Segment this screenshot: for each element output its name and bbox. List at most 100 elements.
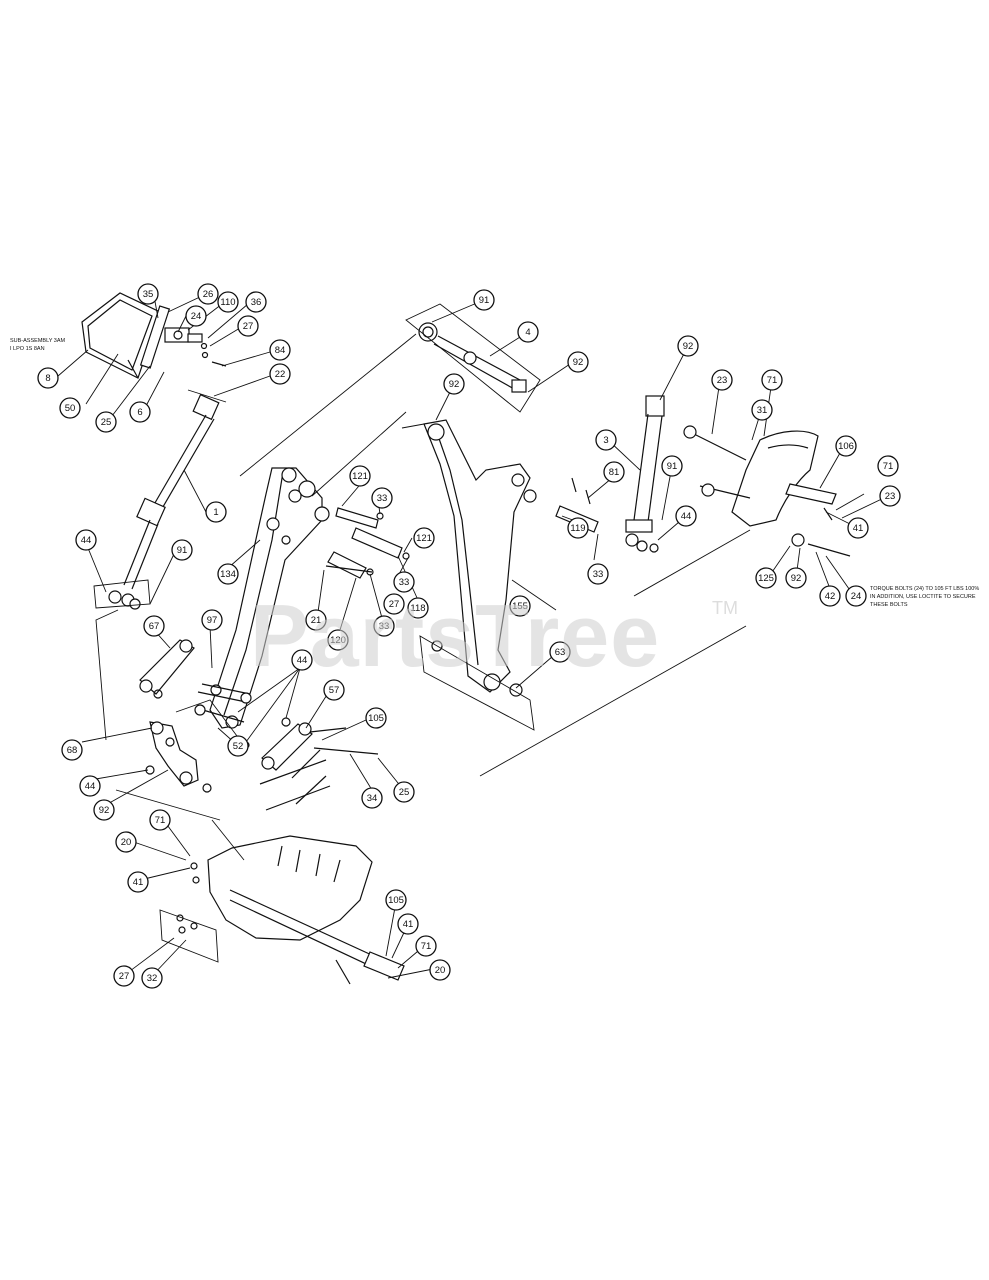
callout-23: 23 <box>879 485 901 507</box>
callout-label: 121 <box>416 533 432 544</box>
callout-label: 41 <box>403 919 414 930</box>
callout-label: 50 <box>65 403 76 414</box>
callout-105: 105 <box>365 707 387 729</box>
callout-20: 20 <box>429 959 451 981</box>
callout-label: 20 <box>121 837 132 848</box>
callout-label: 92 <box>99 805 110 816</box>
callout-25: 25 <box>95 411 117 433</box>
callout-57: 57 <box>323 679 345 701</box>
callout-label: 25 <box>399 787 410 798</box>
callout-label: 105 <box>388 895 404 906</box>
callout-8: 8 <box>37 367 59 389</box>
callout-label: 41 <box>853 523 864 534</box>
callout-42: 42 <box>819 585 841 607</box>
callout-label: 33 <box>379 621 390 632</box>
callout-label: 71 <box>883 461 894 472</box>
callout-label: 31 <box>757 405 768 416</box>
callout-label: 21 <box>311 615 322 626</box>
callout-92: 92 <box>785 567 807 589</box>
callout-92: 92 <box>93 799 115 821</box>
boom-pins <box>325 507 410 579</box>
bucket <box>176 835 405 985</box>
callout-106: 106 <box>835 435 857 457</box>
callout-label: 84 <box>275 345 286 356</box>
callout-41: 41 <box>847 517 869 539</box>
callout-label: 92 <box>449 379 460 390</box>
callout-label: 110 <box>220 297 235 308</box>
callout-label: 35 <box>143 289 154 300</box>
hydraulic-cylinder-right <box>625 395 665 553</box>
callout-label: 92 <box>791 573 802 584</box>
callout-92: 92 <box>677 335 699 357</box>
callout-91: 91 <box>473 289 495 311</box>
callout-20: 20 <box>115 831 137 853</box>
callout-33: 33 <box>371 487 393 509</box>
callout-52: 52 <box>227 735 249 757</box>
callout-31: 31 <box>751 399 773 421</box>
callout-label: 125 <box>758 573 774 584</box>
callout-105: 105 <box>385 889 407 911</box>
callout-41: 41 <box>397 913 419 935</box>
pins-mid <box>194 683 379 811</box>
callout-44: 44 <box>75 529 97 551</box>
callout-68: 68 <box>61 739 83 761</box>
callout-label: 1 <box>213 507 218 518</box>
callout-24: 24 <box>845 585 867 607</box>
callout-label: 24 <box>191 311 202 322</box>
callout-label: 106 <box>838 441 854 452</box>
callout-97: 97 <box>201 609 223 631</box>
callout-44: 44 <box>291 649 313 671</box>
callout-119: 119 <box>567 517 589 539</box>
callout-label: 68 <box>67 745 78 756</box>
callout-1: 1 <box>205 501 227 523</box>
callout-33: 33 <box>587 563 609 585</box>
callout-32: 32 <box>141 967 163 989</box>
callout-label: 44 <box>681 511 692 522</box>
callout-27: 27 <box>237 315 259 337</box>
callout-25: 25 <box>393 781 415 803</box>
callout-92: 92 <box>443 373 465 395</box>
callout-84: 84 <box>269 339 291 361</box>
hydraulic-cylinder-left <box>108 393 220 610</box>
callout-118: 118 <box>407 597 429 619</box>
callout-label: 81 <box>609 467 620 478</box>
upper-pivot-pin <box>418 322 527 393</box>
callout-label: 71 <box>767 375 778 386</box>
callout-label: 105 <box>368 713 384 724</box>
callout-label: 121 <box>352 471 368 482</box>
callout-label: 91 <box>177 545 188 556</box>
callout-label: 20 <box>435 965 446 976</box>
callout-23: 23 <box>711 369 733 391</box>
callout-27: 27 <box>383 593 405 615</box>
callout-label: 92 <box>573 357 584 368</box>
callout-label: 27 <box>119 971 130 982</box>
callout-33: 33 <box>393 571 415 593</box>
callout-110: 110 <box>217 291 239 313</box>
callout-67: 67 <box>143 615 165 637</box>
callout-label: 33 <box>399 577 410 588</box>
callout-121: 121 <box>413 527 435 549</box>
callout-label: 118 <box>410 603 425 614</box>
callout-91: 91 <box>661 455 683 477</box>
link-right <box>261 722 313 771</box>
callout-label: 32 <box>147 973 158 984</box>
callout-label: 26 <box>203 289 214 300</box>
callout-44: 44 <box>79 775 101 797</box>
torque-note-line2: IN ADDITION, USE LOCTITE TO SECURE <box>870 594 976 600</box>
callout-label: 41 <box>133 877 144 888</box>
sub-assembly-note-line2: I LPO 1S 8AN <box>10 346 45 352</box>
callout-label: 44 <box>85 781 96 792</box>
callout-41: 41 <box>127 871 149 893</box>
callout-71: 71 <box>149 809 171 831</box>
callout-44: 44 <box>675 505 697 527</box>
callout-81: 81 <box>603 461 625 483</box>
callout-label: 27 <box>389 599 400 610</box>
callout-label: 25 <box>101 417 112 428</box>
callout-35: 35 <box>137 283 159 305</box>
callout-label: 33 <box>593 569 604 580</box>
callout-33: 33 <box>373 615 395 637</box>
mount-bracket-right <box>683 425 851 557</box>
callout-155: 155 <box>509 595 531 617</box>
callout-label: 33 <box>377 493 388 504</box>
